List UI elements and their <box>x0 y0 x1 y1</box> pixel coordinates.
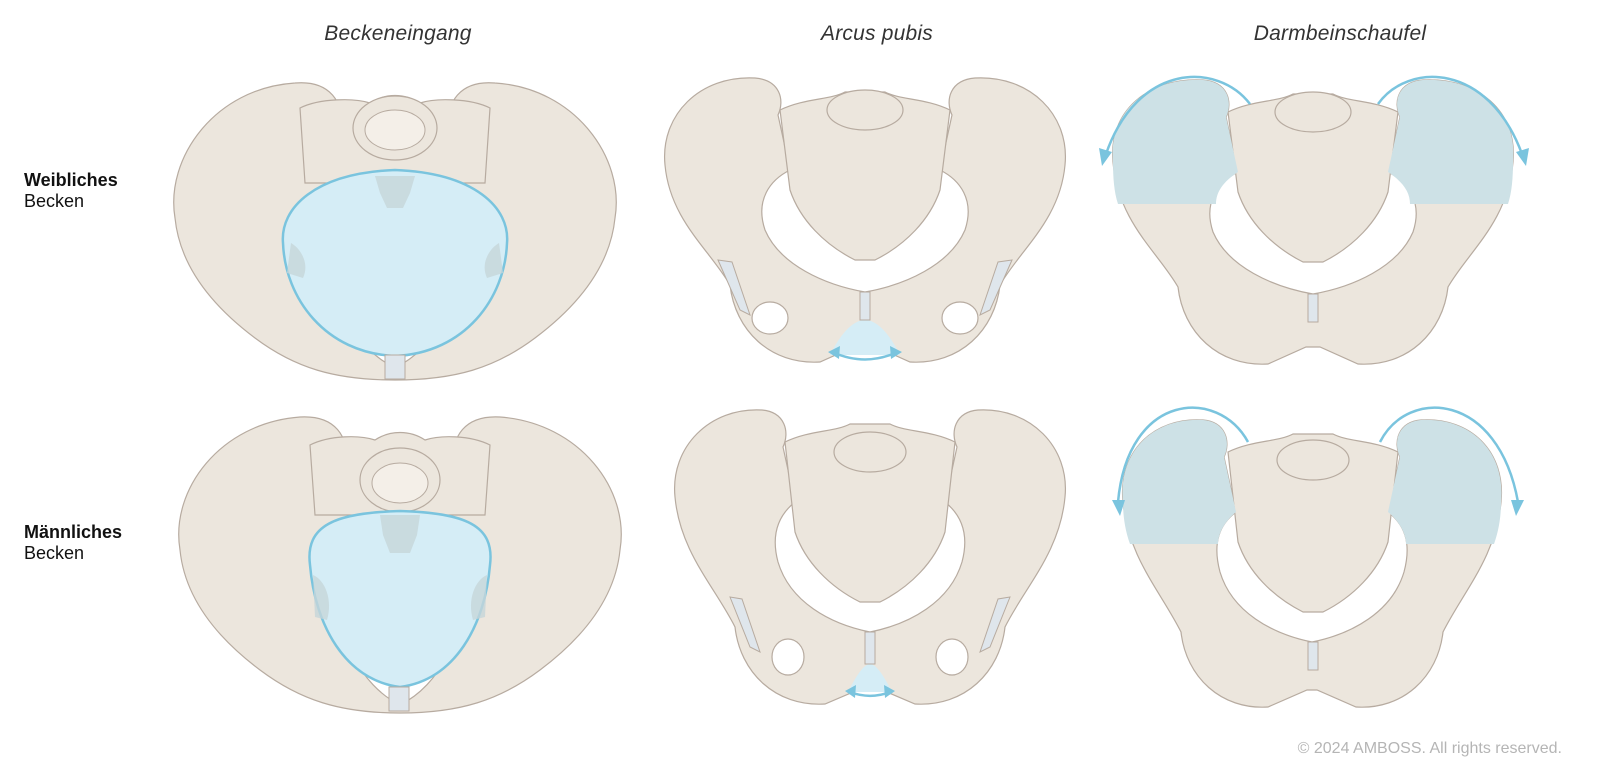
column-title-arcus-pubis: Arcus pubis <box>821 22 933 45</box>
copyright-notice: © 2024 AMBOSS. All rights reserved. <box>1297 740 1562 757</box>
female-iliac-wing-illustration <box>1099 75 1529 365</box>
row-label-female: Weibliches Becken <box>24 170 118 212</box>
row-label-male-bold: Männliches <box>24 522 123 542</box>
row-label-male: Männliches Becken <box>24 522 122 564</box>
male-pelvic-inlet-illustration <box>178 416 622 714</box>
row-label-female-bold: Weibliches <box>24 170 118 190</box>
row-label-female-regular: Becken <box>24 191 85 211</box>
female-pelvic-inlet-illustration <box>173 82 617 381</box>
row-label-male-regular: Becken <box>24 543 85 563</box>
male-pubic-arch-illustration <box>674 409 1066 705</box>
female-pubic-arch-illustration <box>664 77 1066 363</box>
column-title-beckeneingang: Beckeneingang <box>324 22 472 45</box>
column-title-darmbeinschaufel: Darmbeinschaufel <box>1253 22 1427 45</box>
male-iliac-wing-illustration <box>1112 406 1524 708</box>
